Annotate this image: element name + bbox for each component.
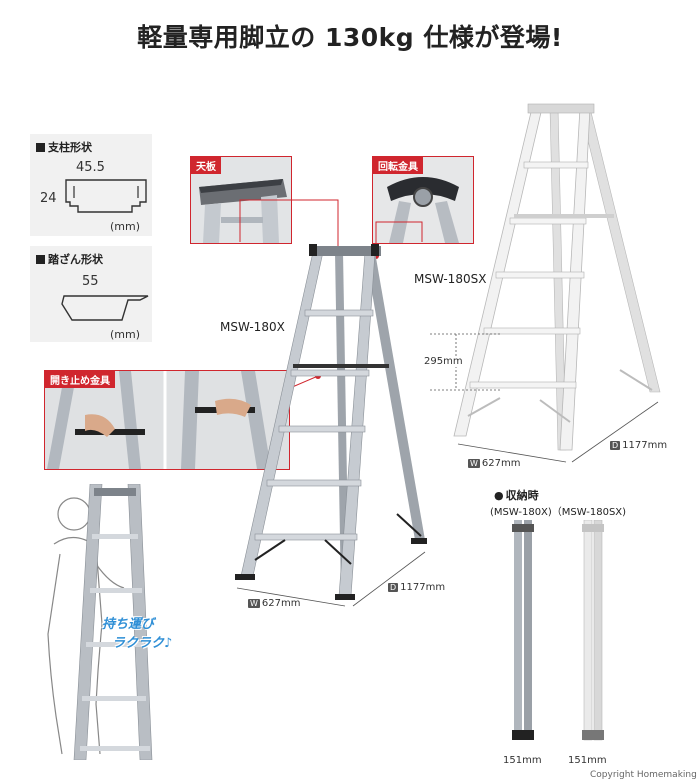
ladder-x-drawing bbox=[235, 244, 427, 607]
storage-width-x: 151mm bbox=[503, 755, 542, 766]
post-shape-unit: (mm) bbox=[110, 220, 141, 233]
post-shape-heading: 支柱形状 bbox=[36, 139, 92, 155]
step-profile-drawing bbox=[61, 295, 149, 321]
width-badge-sx: W bbox=[468, 459, 480, 468]
post-shape-width: 45.5 bbox=[76, 160, 105, 175]
folded-ladder-sx bbox=[582, 520, 604, 741]
ladder-sx-width-value: 627mm bbox=[481, 458, 521, 469]
ladder-x-model: MSW-180X bbox=[220, 320, 285, 334]
carry-text-line2: ラクラク♪ bbox=[112, 636, 173, 651]
page-title: 軽量専用脚立の 130kg 仕様が登場! bbox=[137, 23, 563, 52]
step-shape-unit: (mm) bbox=[110, 328, 141, 341]
ladder-sx-depth-value: 1177mm bbox=[622, 440, 668, 451]
storage-models: (MSW-180X)（MSW-180SX) bbox=[490, 507, 627, 518]
top-plate-tag: 天板 bbox=[191, 157, 221, 174]
swivel-fitting-tag: 回転金具 bbox=[373, 157, 423, 174]
ladder-x-depth-value: 1177mm bbox=[400, 582, 446, 593]
ladder-sx-step-pitch: 295mm bbox=[424, 356, 463, 367]
folded-ladder-x bbox=[512, 520, 534, 740]
step-shape-heading: 踏ざん形状 bbox=[36, 251, 103, 267]
depth-badge: D bbox=[388, 583, 399, 592]
ladder-x-width-value: 627mm bbox=[261, 598, 301, 609]
post-profile-drawing bbox=[65, 179, 147, 213]
spread-stopper-tag: 開き止め金具 bbox=[45, 371, 115, 388]
step-shape-panel: 踏ざん形状 55 (mm) bbox=[30, 246, 152, 342]
carrying-illustration bbox=[47, 484, 153, 760]
storage-heading: 収納時 bbox=[494, 487, 539, 503]
swivel-fitting-callout: 回転金具 bbox=[372, 156, 474, 244]
storage-width-sx: 151mm bbox=[568, 755, 607, 766]
width-badge: W bbox=[248, 599, 260, 608]
ladder-sx-model: MSW-180SX bbox=[414, 272, 487, 286]
carry-text-line1: 持ち運び bbox=[102, 617, 155, 632]
step-shape-width: 55 bbox=[82, 274, 99, 289]
post-shape-height: 24 bbox=[40, 191, 57, 206]
depth-badge-sx: D bbox=[610, 441, 621, 450]
ladder-sx-drawing bbox=[453, 103, 661, 463]
copyright-notice: Copyright Homemaking bbox=[590, 770, 697, 780]
post-shape-panel: 支柱形状 45.5 24 (mm) bbox=[30, 134, 152, 236]
spread-stopper-callout: 開き止め金具 bbox=[44, 370, 290, 470]
